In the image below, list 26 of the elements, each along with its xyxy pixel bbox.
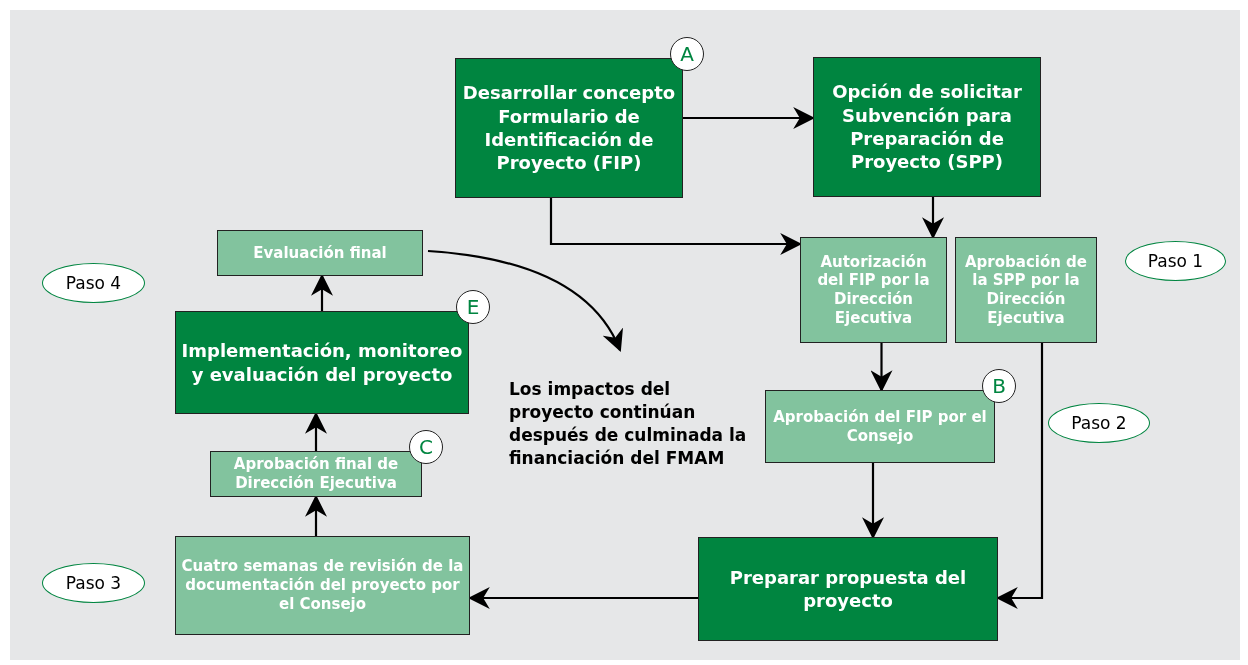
box-label: Aprobación del FIP por el Consejo [772,407,988,446]
note-text: Los impactos del proyecto continúan después de culminada la financiación del FMAM [508,378,748,470]
letter-badge: A [670,37,704,71]
box-label: Aprobación final de Dirección Ejecutiva [232,455,400,493]
letter-badge: B [982,369,1016,403]
step-label: Paso 3 [64,573,123,593]
box-label: Autorización del FIP por la Dirección Ejecutiva [816,252,931,328]
step-label: Paso 2 [1070,413,1128,433]
process-box [813,57,1041,197]
arrow [427,249,622,352]
letter-badge: C [409,430,443,464]
box-label: Evaluación final [252,243,388,263]
letter-badge: E [456,290,490,324]
process-box [175,536,470,635]
box-label: Opción de solicitar Subvención para Preparación de Proyecto (SPP) [831,80,1023,174]
box-label: Desarrollar concepto Formulario de Identificación de Proyecto (FIP) [461,81,677,175]
step-label: Paso 4 [64,273,123,293]
step-label: Paso 1 [1146,251,1205,271]
box-label: Preparar propuesta del proyecto [728,565,968,613]
process-box [698,537,998,641]
process-box [800,237,947,343]
box-label: Implementación, monitoreo y evaluación del proyecto [180,339,464,386]
box-label: Cuatro semanas de revisión de la documentación del proyecto por el Consejo [180,557,465,614]
process-box [217,230,423,276]
box-label: Aprobación de la SPP por la Dirección Ejecutiva [963,252,1089,328]
process-box [955,237,1097,343]
